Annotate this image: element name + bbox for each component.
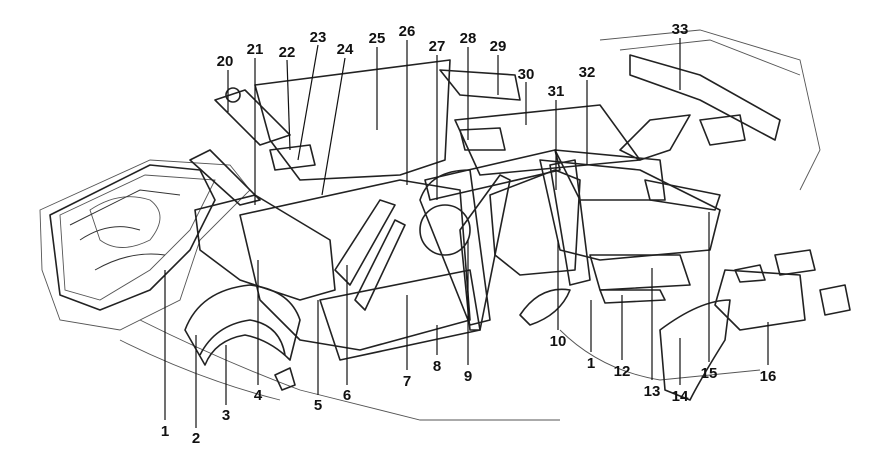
callout-21: 21: [247, 41, 264, 58]
car-body-outline: [39, 29, 821, 421]
callout-leaders: [164, 38, 769, 428]
callout-8: 8: [433, 358, 441, 375]
part-hood-insulator: [214, 59, 451, 181]
part-front-wheel-housing: [184, 284, 301, 391]
callout-20: 20: [217, 53, 234, 70]
callout-14: 14: [672, 388, 689, 405]
callout-33: 33: [672, 21, 689, 38]
part-dash-insulator: [189, 149, 336, 301]
part-trunk-floor: [539, 149, 721, 304]
callout-24: 24: [337, 41, 354, 58]
callout-16: 16: [760, 368, 777, 385]
part-hood-panel: [49, 164, 216, 311]
part-door-seals: [419, 149, 591, 331]
callout-9: 9: [464, 368, 472, 385]
callout-6: 6: [343, 387, 351, 404]
callout-27: 27: [429, 38, 446, 55]
callout-labels: 1 2 3 4 5 6 7 8 9 10 1 12 13 14 15 16 20…: [161, 21, 777, 447]
callout-28: 28: [460, 30, 477, 47]
callout-2: 2: [192, 430, 200, 447]
callout-31: 31: [548, 83, 565, 100]
callout-25: 25: [369, 30, 386, 47]
callout-22: 22: [279, 44, 296, 61]
callout-15: 15: [701, 365, 718, 382]
callout-32: 32: [579, 64, 596, 81]
callout-30: 30: [518, 66, 535, 83]
callout-1: 1: [161, 423, 169, 440]
callout-5: 5: [314, 397, 322, 414]
callout-26: 26: [399, 23, 416, 40]
callout-13: 13: [644, 383, 661, 400]
callout-10: 10: [550, 333, 567, 350]
part-trunk-lid-liner: [619, 54, 781, 161]
callout-4: 4: [254, 387, 263, 404]
callout-12: 12: [614, 363, 631, 380]
callout-29: 29: [490, 38, 507, 55]
part-rear-quarter-trim: [644, 179, 851, 401]
callout-3: 3: [222, 407, 230, 424]
callout-7: 7: [403, 373, 411, 390]
part-pillar-trim: [334, 199, 406, 311]
callout-23: 23: [310, 29, 327, 46]
callout-11: 1: [587, 355, 595, 372]
